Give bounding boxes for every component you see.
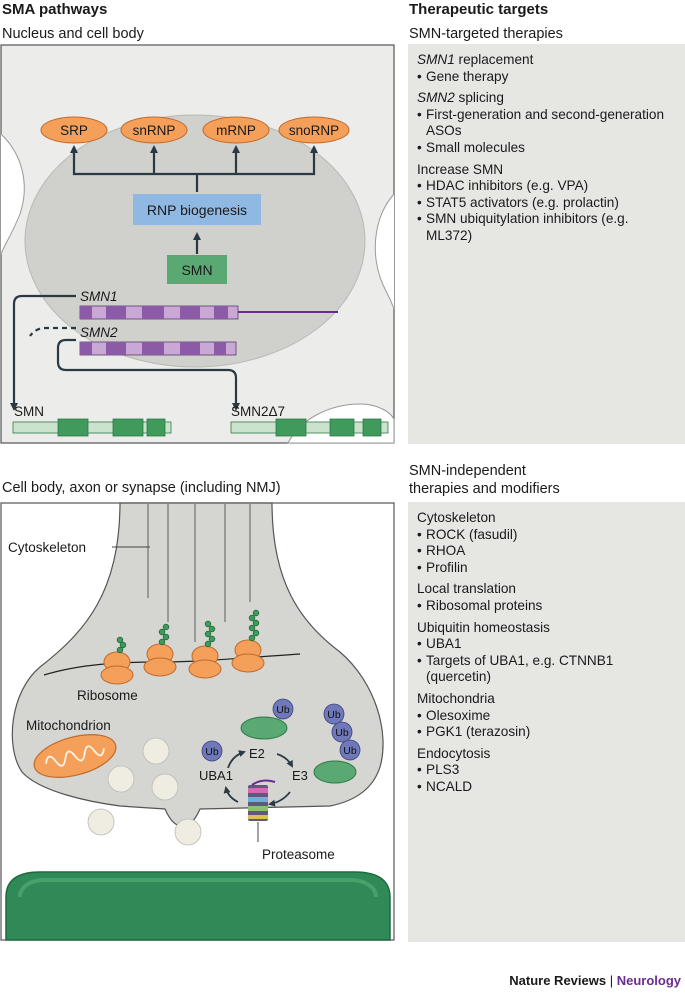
smn-full-length-transcript — [12, 418, 172, 437]
footer-separator: | — [606, 973, 617, 988]
modifier-item: •Olesoxime — [417, 707, 491, 723]
ub-label-free: Ub — [205, 746, 219, 758]
therapy-group-smn2-splicing: SMN2 splicing •First-generation and seco… — [417, 90, 677, 156]
therapy-group-smn1-replacement: SMN1 replacement •Gene therapy — [417, 52, 677, 85]
modifier-item: •UBA1 — [417, 636, 462, 652]
smn2-delta7-transcript — [230, 418, 389, 437]
modifier-group-cytoskeleton: Cytoskeleton •ROCK (fasudil) •RHOA •Prof… — [417, 510, 677, 576]
mrnp-oval — [202, 116, 270, 144]
modifier-group-local-translation: Local translation •Ribosomal proteins — [417, 581, 677, 614]
ribosome-label: Ribosome — [77, 688, 138, 703]
modifier-item: •NCALD — [417, 778, 473, 794]
cytoskeleton-label: Cytoskeleton — [8, 540, 86, 555]
srp-oval — [40, 116, 108, 144]
therapy-item: •SMN ubiquitylation inhibitors (e.g. ML3… — [417, 211, 629, 243]
therapy-item: •Small molecules — [417, 139, 525, 155]
proteasome — [248, 779, 276, 821]
smn2-gene-label: SMN2 — [80, 325, 118, 340]
modifier-group-title: Local translation — [417, 581, 516, 597]
snornp-oval — [278, 116, 350, 144]
therapy-item: •Gene therapy — [417, 68, 509, 84]
ubiquitin-molecules — [201, 698, 361, 762]
rnp-product-ovals — [40, 116, 350, 144]
nucleus — [24, 114, 366, 368]
smn-therapies-subtitle: SMN-targeted therapies — [409, 26, 563, 42]
rnp-biogenesis-label: RNP biogenesis — [147, 202, 247, 218]
uba1-label: UBA1 — [199, 768, 233, 783]
postsynaptic-muscle — [5, 871, 391, 941]
modifier-group-title: Mitochondria — [417, 690, 495, 706]
smn2-gene — [79, 341, 237, 356]
mitochondrion-label: Mitochondrion — [26, 718, 111, 733]
modifier-group-endocytosis: Endocytosis •PLS3 •NCALD — [417, 746, 677, 796]
neighbor-cell-right — [374, 193, 395, 310]
mrnp-label: mRNP — [216, 123, 256, 138]
axon-panel-subtitle: Cell body, axon or synapse (including NM… — [2, 480, 281, 496]
modifier-item: •RHOA — [417, 543, 466, 559]
smn-independent-subtitle: SMN-independent therapies and modifiers — [409, 463, 560, 497]
ubiquitin-cycle-arrows — [223, 750, 293, 807]
axon-panel-diagram: Cytoskeleton Ribosome Mitochondrion — [0, 502, 395, 941]
splicing-arrows — [10, 294, 240, 411]
modifier-group-ubiquitin-homeostasis: Ubiquitin homeostasis •UBA1 •Targets of … — [417, 620, 677, 686]
snrnp-oval — [120, 116, 188, 144]
ub-label-chain-1: Ub — [327, 709, 341, 721]
footer-brand: Nature Reviews — [509, 973, 607, 988]
sma-pathways-heading: SMA pathways — [2, 1, 108, 18]
therapy-group-title: Increase SMN — [417, 161, 504, 177]
smn2-delta7-label: SMN2Δ7 — [231, 404, 285, 419]
modifier-group-title: Endocytosis — [417, 745, 491, 761]
journal-footer: Nature Reviews | Neurology — [509, 973, 681, 988]
srp-label: SRP — [60, 123, 88, 138]
modifier-item: •Ribosomal proteins — [417, 597, 543, 613]
cytoskeleton-filaments — [147, 503, 251, 642]
snornp-label: snoRNP — [289, 123, 339, 138]
smn-independent-panel: Cytoskeleton •ROCK (fasudil) •RHOA •Prof… — [408, 502, 685, 942]
smn1-gene — [79, 305, 338, 320]
e2-enzyme — [240, 716, 288, 740]
rnp-biogenesis-box — [133, 194, 261, 225]
e3-ligase — [313, 760, 357, 784]
nucleus-panel-subtitle: Nucleus and cell body — [2, 26, 144, 42]
modifier-group-title: Ubiquitin homeostasis — [417, 619, 550, 635]
modifier-group-mitochondria: Mitochondria •Olesoxime •PGK1 (terazosin… — [417, 691, 677, 741]
therapy-group-title: SMN2 splicing — [417, 90, 504, 106]
therapy-item: •First-generation and second-generation … — [417, 106, 665, 139]
modifier-item: •Targets of UBA1, e.g. CTNNB1 (quercetin… — [417, 652, 614, 685]
therapy-item: •STAT5 activators (e.g. prolactin) — [417, 194, 619, 210]
modifier-item: •Profilin — [417, 559, 468, 575]
smn-therapies-panel: SMN1 replacement •Gene therapy SMN2 spli… — [408, 44, 685, 444]
modifier-group-title: Cytoskeleton — [417, 510, 496, 525]
e2-label: E2 — [249, 746, 265, 761]
ub-label-chain-3: Ub — [343, 745, 357, 757]
ribosome-group — [100, 609, 265, 685]
mitochondrion — [33, 734, 117, 778]
footer-journal: Neurology — [616, 973, 681, 988]
smn1-gene-label: SMN1 — [80, 289, 118, 304]
therapy-item: •HDAC inhibitors (e.g. VPA) — [417, 178, 589, 194]
modifier-item: •PLS3 — [417, 762, 460, 778]
modifier-item: •PGK1 (terazosin) — [417, 724, 531, 740]
smn-protein-label: SMN — [181, 262, 212, 278]
ub-label-chain-2: Ub — [335, 727, 349, 739]
therapeutic-targets-heading: Therapeutic targets — [409, 1, 549, 18]
proteasome-label: Proteasome — [262, 847, 335, 862]
modifier-item: •ROCK (fasudil) — [417, 526, 518, 542]
snrnp-label: snRNP — [133, 123, 176, 138]
nucleus-panel-diagram: SRP snRNP mRNP snoRNP RNP biogenesis SMN… — [0, 44, 395, 444]
therapy-group-title: SMN1 replacement — [417, 52, 534, 67]
neighbor-cell-left — [0, 133, 25, 255]
therapy-group-increase-smn: Increase SMN •HDAC inhibitors (e.g. VPA)… — [417, 162, 677, 245]
rnp-branch-arrows — [70, 145, 318, 192]
e3-label: E3 — [292, 768, 308, 783]
smn-full-length-label: SMN — [14, 404, 44, 419]
smn-protein-box — [167, 255, 227, 284]
ub-label-e2: Ub — [276, 704, 290, 716]
synaptic-vesicles — [87, 737, 202, 846]
